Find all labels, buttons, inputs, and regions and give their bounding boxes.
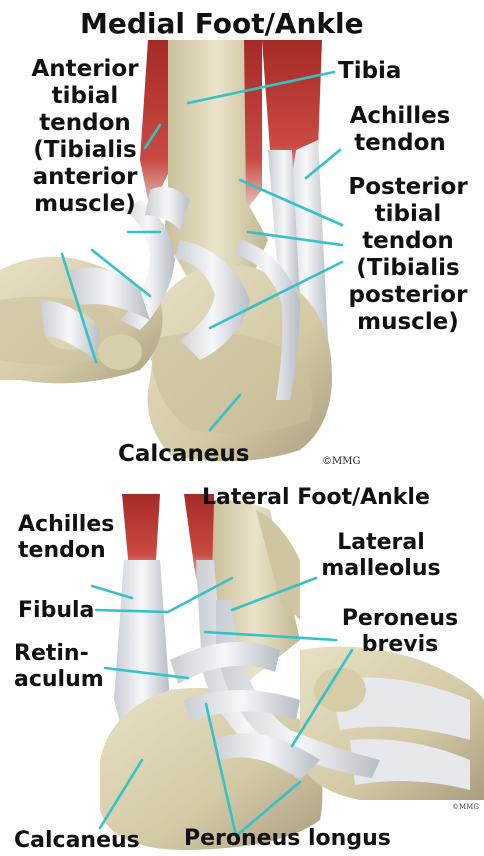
achilles-top-line-2: tendon — [330, 132, 470, 155]
brevis-line-2: brevis — [340, 634, 460, 656]
calcaneus-label-bottom: Calcaneus — [14, 830, 140, 852]
fibula-label: Fibula — [18, 600, 94, 622]
achilles-bottom-line-2: tendon — [18, 540, 114, 562]
medial-title: Medial Foot/Ankle — [80, 10, 364, 38]
copyright-top: ©MMG — [322, 457, 360, 467]
anterior-tibial-line-2: tibial — [10, 85, 160, 108]
brevis-line-1: Peroneus — [340, 608, 460, 630]
lateral-title: Lateral Foot/Ankle — [202, 487, 430, 509]
posterior-tibial-line-1: Posterior — [336, 176, 480, 199]
retinaculum-line-1: Retin- — [14, 643, 104, 665]
malleolus-line-1: Lateral — [316, 532, 446, 554]
anterior-tibial-label: Anterior tibial tendon (Tibialis anterio… — [10, 58, 160, 216]
posterior-tibial-line-6: muscle) — [336, 311, 480, 334]
retinaculum-line-2: aculum — [14, 669, 104, 691]
posterior-tibial-label: Posterior tibial tendon (Tibialis poster… — [336, 176, 480, 334]
copyright-bottom: ©MMG — [452, 804, 479, 811]
posterior-tibial-line-2: tibial — [336, 203, 480, 226]
anterior-tibial-line-6: muscle) — [10, 193, 160, 216]
anterior-tibial-line-1: Anterior — [10, 58, 160, 81]
achilles-bottom-line-1: Achilles — [18, 514, 114, 536]
anterior-tibial-line-4: (Tibialis — [10, 139, 160, 162]
anterior-tibial-line-3: tendon — [10, 112, 160, 135]
anterior-tibial-line-5: anterior — [10, 166, 160, 189]
lateral-malleolus-label: Lateral malleolus — [316, 532, 446, 580]
posterior-tibial-line-4: (Tibialis — [336, 257, 480, 280]
retinaculum-label: Retin- aculum — [14, 643, 104, 691]
achilles-top-line-1: Achilles — [330, 105, 470, 128]
achilles-label-bottom: Achilles tendon — [18, 514, 114, 562]
malleolus-line-2: malleolus — [316, 558, 446, 580]
posterior-tibial-line-5: posterior — [336, 284, 480, 307]
tibia-label: Tibia — [338, 60, 401, 83]
peroneus-longus-label: Peroneus longus — [184, 828, 391, 850]
posterior-tibial-line-3: tendon — [336, 230, 480, 253]
calcaneus-label-top: Calcaneus — [118, 443, 249, 466]
achilles-label-top: Achilles tendon — [330, 105, 470, 155]
peroneus-brevis-label: Peroneus brevis — [340, 608, 460, 656]
